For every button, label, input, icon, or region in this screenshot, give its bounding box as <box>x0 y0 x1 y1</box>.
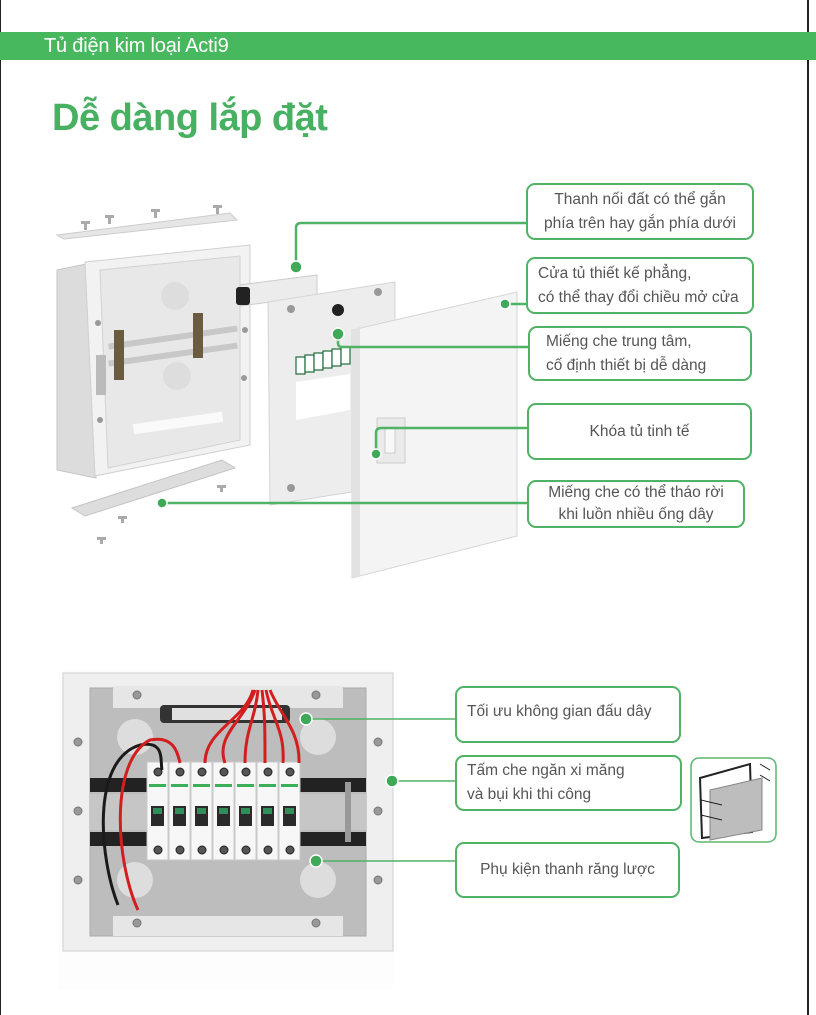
circuit-breaker <box>278 761 301 861</box>
callout-center-cover: Miếng che trung tâm, cố định thiết bị dễ… <box>528 326 752 381</box>
breaker-window-grid <box>295 346 351 375</box>
page-border-left <box>0 0 1 1015</box>
circuit-breaker <box>190 761 213 861</box>
callout-dots <box>299 712 399 868</box>
wires <box>101 689 301 911</box>
callout-line: có thể thay đổi chiều mở cửa <box>538 288 739 306</box>
top-cover-plate <box>55 212 239 240</box>
callout-line: cố định thiết bị dễ dàng <box>546 356 707 374</box>
callout-line: phía trên hay gắn phía dưới <box>543 214 737 232</box>
circuit-breaker <box>256 761 279 861</box>
callout-line: Tấm che ngăn xi măng <box>467 762 625 779</box>
exploded-cabinet-illustration <box>55 205 528 579</box>
callout-line: Tối ưu không gian đấu dây <box>467 703 652 720</box>
back-box-side <box>56 261 97 479</box>
cabinet-screws <box>73 690 383 928</box>
dust-cover-panel <box>709 777 763 841</box>
page-title: Dễ dàng lắp đặt <box>52 97 328 139</box>
callout-earth-bar: Thanh nối đất có thể gắn phía trên hay g… <box>526 183 754 240</box>
callout-line: và bụi khi thi công <box>467 786 592 803</box>
circuit-breaker <box>234 761 257 861</box>
callout-removable-cover: Miếng che có thể tháo rời khi luồn nhiều… <box>527 480 745 528</box>
callout-connectors <box>162 221 528 505</box>
installed-cabinet-illustration <box>58 670 777 990</box>
callout-line: khi luồn nhiều ống dây <box>558 506 714 523</box>
breaker-row <box>146 761 301 861</box>
callout-line: Miếng che trung tâm, <box>546 332 692 350</box>
callout-lock: Khóa tủ tinh tế <box>527 403 752 460</box>
page-border-right <box>807 0 809 1015</box>
callout-line: Cửa tủ thiết kế phẳng, <box>538 264 692 282</box>
circuit-breaker <box>168 761 191 861</box>
callout-connectors <box>306 718 455 862</box>
header-title: Tủ điện kim loại Acti9 <box>44 35 229 57</box>
callout-comb-bar: Phụ kiện thanh răng lược <box>455 842 680 898</box>
screws-bottom <box>97 485 226 544</box>
comb-bar <box>345 782 351 842</box>
callout-flat-door: Cửa tủ thiết kế phẳng, có thể thay đổi c… <box>526 257 754 314</box>
callout-dots <box>156 260 511 509</box>
callout-line: Khóa tủ tinh tế <box>589 422 690 440</box>
header-bar <box>0 32 816 60</box>
circuit-breaker <box>146 761 169 861</box>
bottom-cover-plate <box>70 459 237 517</box>
callout-line: Thanh nối đất có thể gắn <box>554 190 726 208</box>
circuit-breaker <box>212 761 235 861</box>
callout-line: Miếng che có thể tháo rời <box>548 484 724 501</box>
callout-line: Phụ kiện thanh răng lược <box>480 861 655 878</box>
knockouts <box>117 719 336 898</box>
screws-top <box>81 205 222 230</box>
callout-dust-cover: Tấm che ngăn xi măng và bụi khi thi công <box>455 755 682 811</box>
callout-wiring-space: Tối ưu không gian đấu dây <box>455 686 681 743</box>
